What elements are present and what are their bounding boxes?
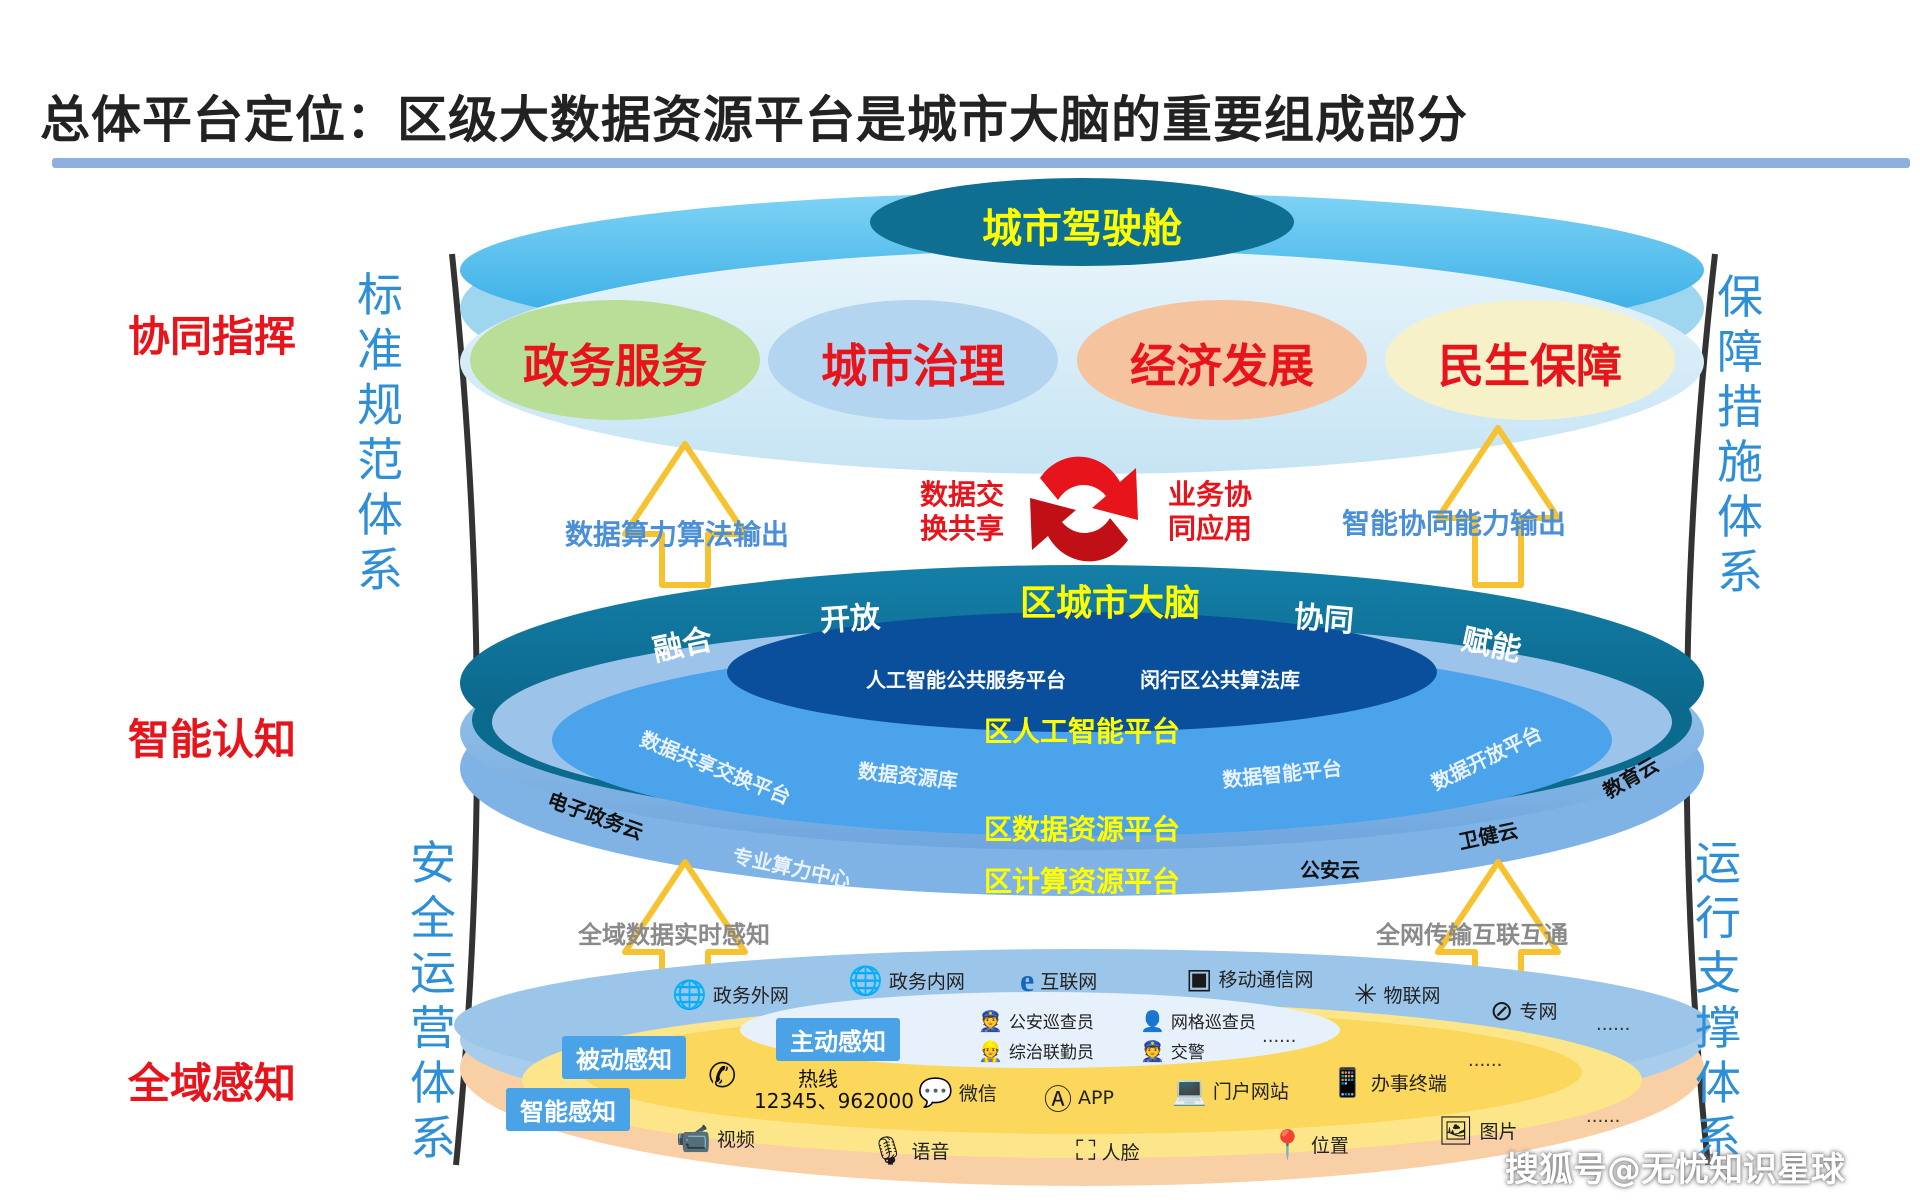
brain-disk (460, 565, 1704, 896)
bubble-gov-service: 政务服务 (523, 339, 707, 393)
network-gov-external: 🌐政务外网 (672, 978, 789, 1011)
smartphone-icon: 📱 (1330, 1066, 1365, 1099)
bubble-economic-development: 经济发展 (1130, 339, 1314, 393)
smart-ellipsis: ...... (1586, 1106, 1621, 1127)
networks-ellipsis: ...... (1596, 1014, 1631, 1035)
police-officer-icon: 👮 (978, 1008, 1003, 1033)
level-global-perception: 全域感知 (128, 1059, 297, 1108)
active-police-patrol: 👮公安巡查员 (978, 1008, 1094, 1034)
ring-word-coordination: 协同 (1292, 599, 1356, 640)
bubble-bg-gov (470, 300, 760, 420)
arrow-up-left-top (622, 441, 748, 588)
person-icon: 👤 (1140, 1008, 1165, 1033)
internet-explorer-icon: e (1020, 962, 1035, 998)
mobile-network-icon: ▣ (1186, 962, 1213, 995)
smart-location: 📍位置 (1270, 1128, 1349, 1161)
data-resource-platform-label: 区数据资源平台 (983, 813, 1180, 846)
side-standards-system: 标准规范体系 (357, 268, 403, 597)
top-disk (460, 178, 1704, 474)
ai-public-service-platform: 人工智能公共服务平台 (866, 668, 1066, 692)
cloud-public-security: 公安云 (1300, 858, 1360, 882)
exchange-business-coordination: 业务协同应用 (1167, 478, 1252, 545)
active-ellipsis: ...... (1262, 1026, 1297, 1047)
output-intelligent-coordination: 智能协同能力输出 (1342, 507, 1567, 540)
hotline-label: 热线 (798, 1067, 838, 1091)
side-security-ops-system: 安全运营体系 (410, 836, 456, 1165)
globe-network-icon: 🌐 (672, 978, 707, 1011)
network-interconnection-label: 全网传输互联互通 (1376, 921, 1568, 949)
bubble-bg-city (768, 300, 1058, 420)
tag-passive-perception: 被动感知 (562, 1036, 686, 1079)
ai-core-ellipse (727, 612, 1437, 732)
ring-word-open: 开放 (819, 599, 882, 640)
network-iot: ✳物联网 (1354, 978, 1441, 1011)
phone-icon: ✆ (708, 1056, 737, 1096)
output-data-compute-algorithm: 数据算力算法输出 (565, 518, 790, 551)
face-scan-icon: ⛶ (1076, 1134, 1096, 1167)
wechat-icon: 💬 (918, 1076, 953, 1109)
microphone-icon: 🎙 (870, 1134, 906, 1167)
active-grid-patrol: 👤网格巡查员 (1140, 1008, 1256, 1034)
side-guarantee-system: 保障措施体系 (1717, 270, 1763, 599)
exchange-cycle-icon (1030, 456, 1138, 562)
network-private: ⊘专网 (1490, 994, 1558, 1027)
bubble-bg-econ (1077, 300, 1367, 420)
iot-hub-icon: ✳ (1354, 978, 1378, 1011)
app-store-icon: Ⓐ (1044, 1083, 1073, 1116)
cockpit-ellipse (870, 178, 1294, 266)
compute-resource-platform-label: 区计算资源平台 (983, 865, 1180, 898)
laptop-icon: 💻 (1172, 1074, 1207, 1107)
bubble-livelihood-security: 民生保障 (1438, 339, 1622, 393)
traffic-police-icon: 👮 (1140, 1038, 1165, 1063)
tag-active-perception: 主动感知 (776, 1018, 900, 1061)
smart-face: ⛶人脸 (1076, 1134, 1140, 1167)
channel-wechat: 💬微信 (918, 1076, 997, 1109)
globe-icon: 🌐 (848, 964, 883, 997)
bubble-bg-life (1385, 300, 1675, 420)
ai-platform-label: 区人工智能平台 (983, 715, 1180, 748)
private-network-icon: ⊘ (1490, 994, 1514, 1027)
duty-officer-icon: 👷 (978, 1038, 1003, 1063)
location-pin-icon: 📍 (1270, 1128, 1305, 1161)
tag-smart-perception: 智能感知 (506, 1088, 630, 1131)
channels-ellipsis: ...... (1468, 1050, 1503, 1071)
image-icon: 🖼 (1438, 1114, 1474, 1147)
title-underline (52, 158, 1910, 168)
cockpit-label: 城市驾驶舱 (982, 206, 1182, 252)
realtime-data-perception-label: 全域数据实时感知 (578, 921, 770, 949)
smart-voice: 🎙语音 (870, 1134, 950, 1167)
hotline-numbers: 12345、962000 (754, 1089, 914, 1113)
arrow-up-right-top (1435, 425, 1561, 588)
brain-title: 区城市大脑 (1019, 583, 1200, 624)
camera-icon: 📹 (676, 1122, 711, 1155)
channel-service-terminal: 📱办事终端 (1330, 1066, 1447, 1099)
side-operation-support-system: 运行支撑体系 (1695, 836, 1741, 1165)
network-mobile: ▣移动通信网 (1186, 962, 1314, 995)
level-intelligent-cognition: 智能认知 (128, 715, 297, 764)
page-title: 总体平台定位：区级大数据资源平台是城市大脑的重要组成部分 (40, 91, 1468, 149)
active-comprehensive-duty: 👷综治联勤员 (978, 1038, 1094, 1064)
smart-image: 🖼图片 (1438, 1114, 1518, 1147)
level-coordinated-command: 协同指挥 (128, 312, 297, 361)
active-traffic-police: 👮交警 (1140, 1038, 1205, 1064)
minhang-public-algorithm-library: 闵行区公共算法库 (1140, 668, 1300, 692)
watermark: 搜狐号@无忧知识星球 (1505, 1150, 1845, 1190)
channel-portal: 💻门户网站 (1172, 1074, 1289, 1107)
bubble-city-governance: 城市治理 (821, 339, 1005, 393)
exchange-data-sharing: 数据交换共享 (919, 478, 1004, 545)
network-gov-internal: 🌐政务内网 (848, 964, 965, 997)
smart-video: 📹视频 (676, 1122, 755, 1155)
